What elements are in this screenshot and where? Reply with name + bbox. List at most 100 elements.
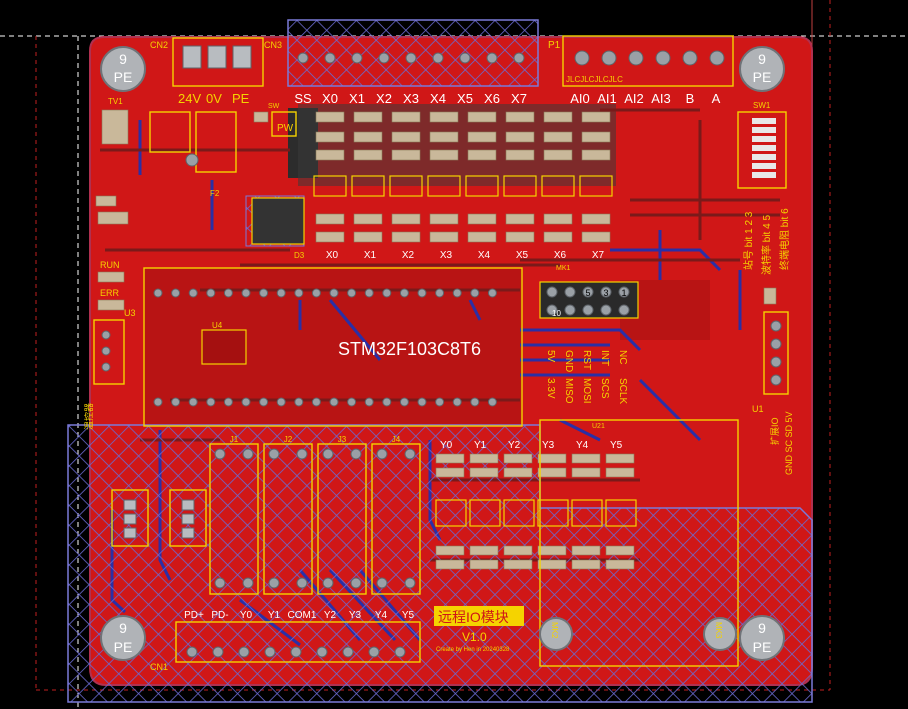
resistor [429, 131, 459, 143]
pin [770, 338, 782, 350]
di-label: X2 [376, 91, 392, 106]
resistor [353, 111, 383, 123]
optocoupler [351, 175, 385, 197]
optocoupler [389, 175, 423, 197]
cn2-connector[interactable]: CN2 CN3 24V 0V PE [150, 37, 282, 106]
cn1-pad [368, 646, 380, 658]
y-label: Y1 [474, 440, 487, 451]
pad [123, 513, 137, 525]
resistor [581, 111, 611, 123]
header-pin10-label: 10 [552, 309, 561, 318]
resistor [469, 559, 499, 570]
relay-pin [214, 448, 226, 460]
run-led-label: RUN [100, 260, 120, 270]
pin [770, 374, 782, 386]
header-pin [618, 304, 630, 316]
mount-hole-bl[interactable]: 9 PE [100, 615, 146, 661]
mcu-pin [259, 288, 269, 298]
board-title-block: 远程IO模块 V1.0 Create by Hen in 20240328 [434, 606, 524, 653]
resistor [505, 111, 535, 123]
mk2-label: MK2 [550, 622, 559, 639]
smd-part [253, 111, 269, 123]
di-pad [297, 52, 309, 64]
ext-io-title: 扩展IO [769, 417, 780, 445]
mcu-pin [364, 288, 374, 298]
hole-icon [739, 615, 785, 661]
smd-part [97, 211, 129, 225]
di-pad [405, 52, 417, 64]
mcu-pin [171, 397, 181, 407]
mount-hole-br[interactable]: 9 PE [739, 615, 785, 661]
di-pad [513, 52, 525, 64]
mount-hole-tr[interactable]: 9 PE [739, 46, 785, 92]
terminal-outline [169, 489, 207, 547]
mcu-pin [382, 397, 392, 407]
mcu-pin [417, 288, 427, 298]
power-label-pe: PE [232, 91, 250, 106]
header-pin-name: SCS [599, 378, 610, 399]
relay-pin [242, 448, 254, 460]
relay-pin [322, 577, 334, 589]
cn1-pad [394, 646, 406, 658]
resistor [353, 213, 383, 225]
resistor [391, 111, 421, 123]
u21-label: U21 [592, 423, 605, 430]
sw-side-label: SW [268, 103, 280, 110]
relay-pin [322, 448, 334, 460]
module-outline [539, 419, 739, 667]
resistor [581, 231, 611, 243]
resistor [353, 149, 383, 161]
di-pad [378, 52, 390, 64]
output-opto [605, 499, 637, 527]
sw-key [752, 127, 776, 133]
hole-icon [100, 615, 146, 661]
p1-pad [628, 50, 644, 66]
ext-io-connector[interactable]: F1 U1 扩展IO GND SC SD 5V U21 [592, 287, 794, 475]
mcu-stm32[interactable]: STM32F103C8T6 [143, 267, 523, 427]
header-pin [546, 286, 558, 298]
x-label: X3 [440, 250, 453, 261]
mcu-pin [435, 288, 445, 298]
sw-key [752, 172, 776, 178]
resistor [571, 467, 601, 478]
dip-switch-sw1[interactable]: SW1 站号 bit 1 2 3 波特率 bit 4 5 终端电阻 bit 6 [737, 101, 791, 275]
di-pad-row [297, 52, 525, 64]
d3-label: D3 [294, 251, 305, 260]
resistor [429, 149, 459, 161]
header-pin [600, 304, 612, 316]
cap-outline [195, 111, 237, 173]
tvs-part [101, 109, 129, 145]
sw-key [752, 118, 776, 124]
mcu-pin [399, 288, 409, 298]
hole-label: PE [753, 69, 772, 85]
sw-key [752, 136, 776, 142]
ai-label: AI0 [570, 91, 590, 106]
hole-label: PE [753, 639, 772, 655]
status-leds: RUN ERR [97, 260, 125, 311]
mount-hole-tl[interactable]: 9 PE [100, 46, 146, 92]
mcu-bottom-pin-row [153, 397, 497, 407]
header-pin-name: GND [563, 350, 574, 372]
resistor [503, 453, 533, 464]
mcu-top-pin-row [153, 288, 497, 298]
mcu-pin [364, 397, 374, 407]
p1-pad [601, 50, 617, 66]
pin [101, 362, 111, 372]
u4-part [201, 329, 247, 365]
optocoupler [427, 175, 461, 197]
cn1-pin-label: Y4 [375, 610, 388, 621]
resistor [503, 545, 533, 556]
mcu-pin [487, 397, 497, 407]
resistor [429, 213, 459, 225]
terminal-pad [232, 45, 252, 69]
led-run [97, 271, 125, 283]
